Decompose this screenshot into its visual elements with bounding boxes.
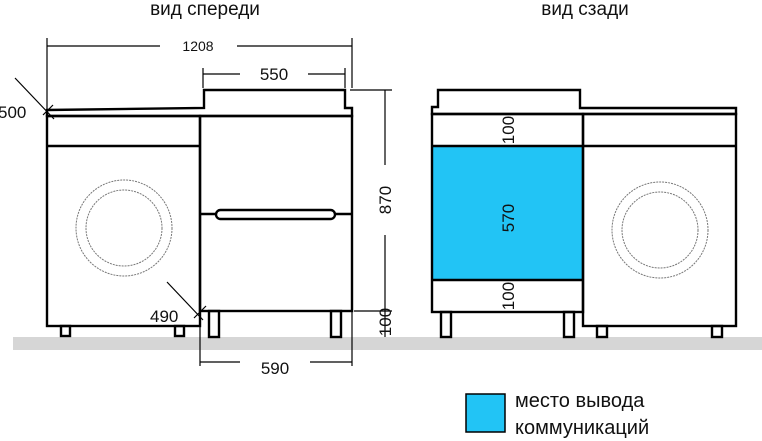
dim-legs: 100 — [376, 308, 395, 336]
drawer-handle — [214, 208, 337, 221]
front-view-title: вид спереди — [150, 0, 260, 20]
dim-depth-base: 590 — [261, 359, 289, 378]
front-view: 1208 550 870 100 590 500 490 — [0, 38, 395, 378]
rear-view-title: вид сзади — [541, 0, 629, 20]
legend: место вывода коммуникаций — [465, 390, 649, 439]
dim-utility-zone: 570 — [499, 204, 518, 232]
dim-bottom-band: 100 — [499, 282, 518, 310]
washer-door-icon — [611, 181, 709, 279]
floor-band — [13, 337, 762, 350]
legend-line2: коммуникаций — [515, 417, 649, 439]
dim-top-band: 100 — [499, 116, 518, 144]
rear-view: 100 570 100 — [430, 88, 738, 339]
dim-height: 870 — [376, 186, 395, 214]
legend-line1: место вывода — [515, 390, 645, 412]
legend-swatch — [465, 393, 506, 433]
washer-door-icon — [75, 179, 173, 277]
dim-depth-top: 500 — [0, 103, 26, 122]
dim-total-width: 1208 — [182, 38, 213, 54]
dim-depth-washer: 490 — [150, 307, 178, 326]
dim-cabinet-top: 550 — [260, 65, 288, 84]
utility-zone — [432, 146, 583, 280]
